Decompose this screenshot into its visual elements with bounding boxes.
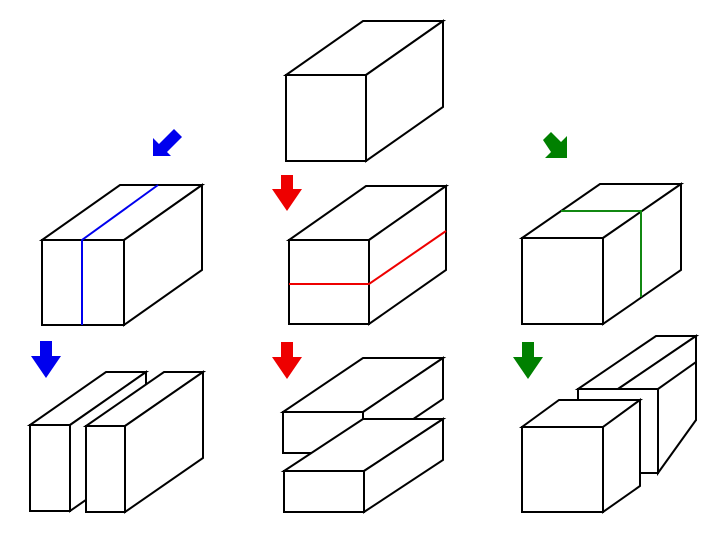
cube-piece-front [518, 398, 644, 514]
arrow-down-icon [272, 175, 302, 211]
cut-line-red [289, 230, 447, 285]
slab-piece-bottom [280, 417, 447, 514]
slab-piece-front [82, 370, 207, 514]
arrow-down-icon [513, 342, 543, 379]
arrow-down-icon [272, 342, 302, 379]
cut-line-blue [81, 184, 159, 325]
box-red-cut [285, 184, 450, 326]
arrow-down-right-icon [543, 132, 567, 158]
arrow-down-left-icon [153, 129, 182, 156]
box-green-cut [518, 182, 685, 326]
original-box [282, 19, 447, 163]
cut-line-green [561, 210, 642, 297]
split-green-pieces [518, 334, 700, 514]
box-blue-cut [38, 183, 206, 327]
arrow-down-icon [31, 341, 61, 378]
split-blue-pieces [26, 370, 207, 514]
split-red-pieces [279, 356, 447, 514]
